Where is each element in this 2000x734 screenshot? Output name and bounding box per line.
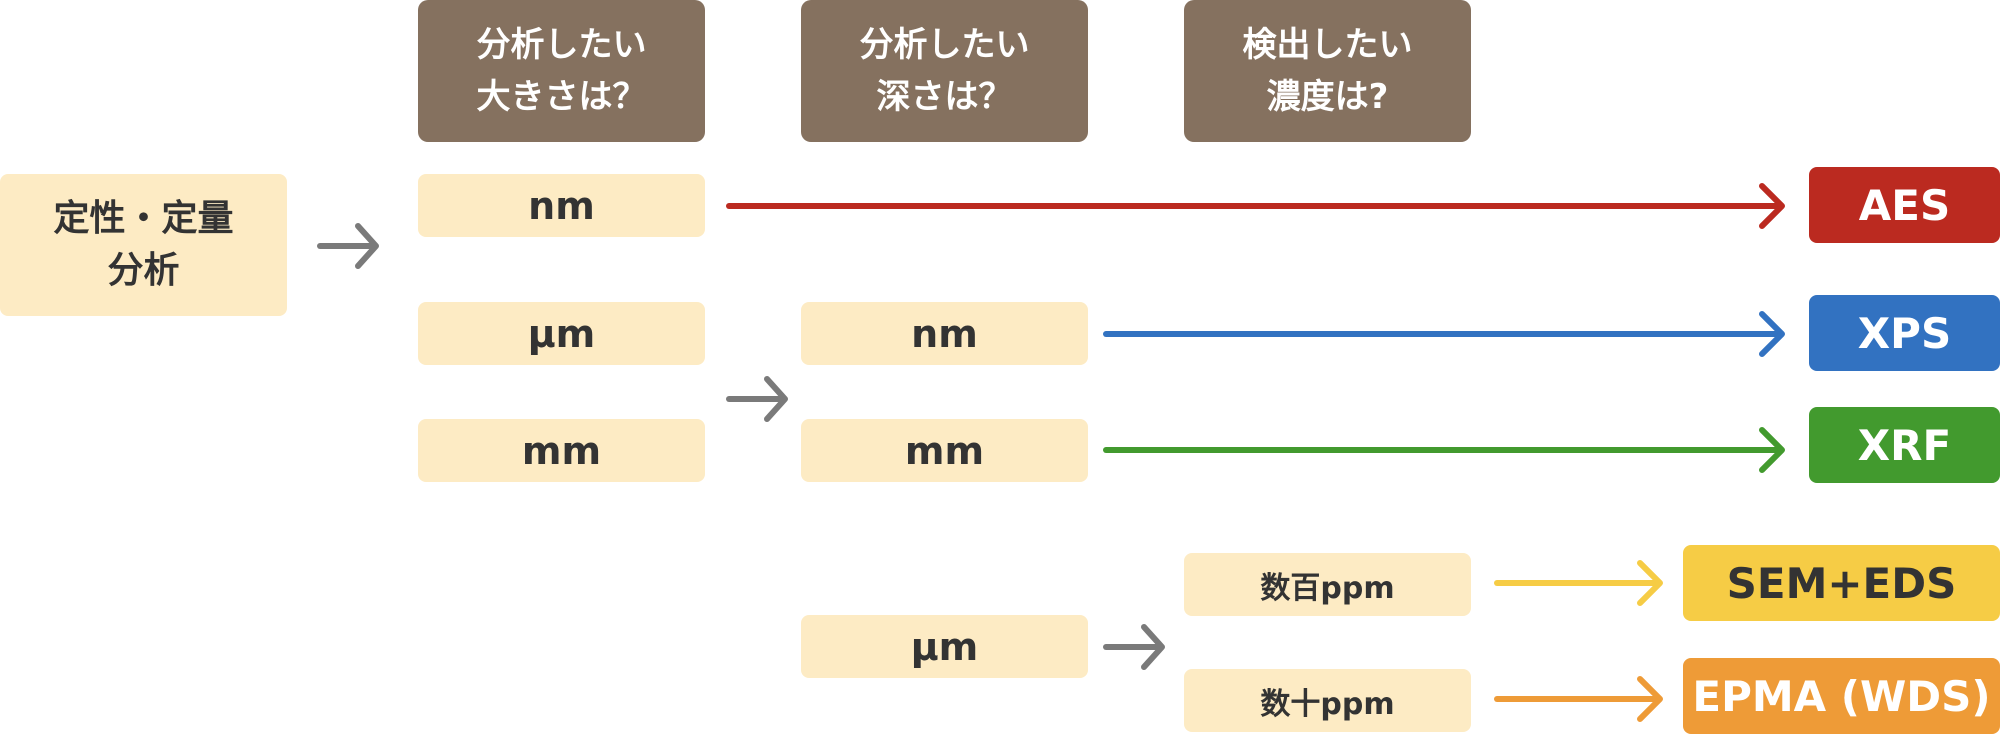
depth-option-mm: mm xyxy=(801,419,1088,482)
header-depth-line1: 分析したい xyxy=(859,25,1030,65)
arrow-to-xrf xyxy=(1103,427,1785,473)
header-concentration-line1: 検出したい xyxy=(1242,25,1413,65)
size-option-um: μm xyxy=(418,302,705,365)
size-option-nm: nm xyxy=(418,174,705,237)
header-depth: 分析したい 深さは？ xyxy=(801,0,1088,142)
result-xps: XPS xyxy=(1809,295,2000,371)
header-size-line1: 分析したい xyxy=(476,25,647,65)
arrow-to-sem-eds xyxy=(1494,560,1663,606)
gray-arrow-size-to-depth xyxy=(726,376,788,422)
header-depth-line2: 深さは？ xyxy=(876,77,1013,117)
header-size-line2: 大きさは？ xyxy=(476,77,647,117)
start-qualitative-quantitative-analysis: 定性・定量 分析 xyxy=(0,174,287,316)
header-concentration: 検出したい 濃度は? xyxy=(1184,0,1471,142)
concentration-option-tens-ppm: 数十ppm xyxy=(1184,669,1471,732)
result-xrf: XRF xyxy=(1809,407,2000,483)
gray-arrow-depth-to-concentration xyxy=(1103,624,1165,670)
size-option-mm: mm xyxy=(418,419,705,482)
arrow-to-aes xyxy=(726,183,1785,229)
result-epma-wds: EPMA (WDS) xyxy=(1683,658,2000,734)
result-aes: AES xyxy=(1809,167,2000,243)
header-concentration-line2: 濃度は? xyxy=(1266,77,1389,117)
arrow-to-epma xyxy=(1494,676,1663,722)
arrow-to-xps xyxy=(1103,311,1785,357)
depth-option-nm: nm xyxy=(801,302,1088,365)
concentration-option-hundreds-ppm: 数百ppm xyxy=(1184,553,1471,616)
result-sem-eds: SEM+EDS xyxy=(1683,545,2000,621)
header-size: 分析したい 大きさは？ xyxy=(418,0,705,142)
start-line1: 定性・定量 xyxy=(53,198,234,239)
depth-option-um: μm xyxy=(801,615,1088,678)
gray-arrow-start xyxy=(317,223,379,269)
start-line2: 分析 xyxy=(107,250,180,291)
